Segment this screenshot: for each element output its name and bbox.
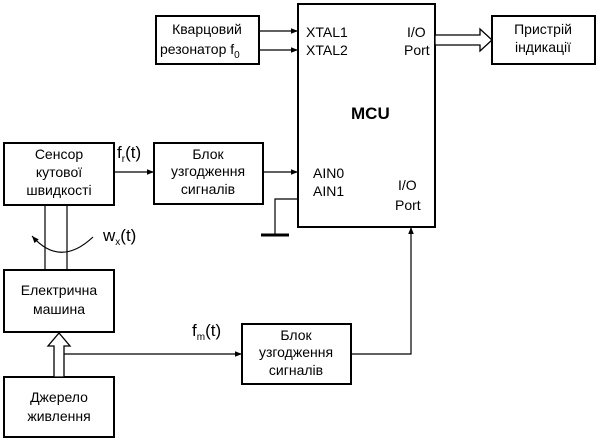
ain1-pin-label: AIN1 [313, 183, 344, 199]
power-label-line1: Джерело [30, 389, 88, 405]
mcu-title: MCU [351, 104, 390, 123]
machine-label-line2: машина [33, 301, 85, 317]
power-supply-block: Джерело живлення [3, 376, 115, 438]
crystal-label-line1: Кварцовий [172, 21, 242, 37]
io-port-input-arrow [351, 227, 414, 355]
io-port-top-io-label: I/O [407, 24, 426, 40]
rotation-arrow [31, 235, 94, 253]
matching-top-line3: сигналів [181, 181, 235, 197]
io-port-top-port-label: Port [404, 42, 430, 58]
fm-signal-label: fm(t) [192, 321, 221, 343]
sensor-label-line3: швидкості [26, 182, 91, 198]
matching-bottom-line2: узгодження [259, 344, 333, 360]
signal-matching-block-top: Блок узгодження сигналів [153, 142, 264, 205]
xtal1-pin-label: XTAL1 [306, 24, 348, 40]
ain1-ground-wire [274, 198, 298, 235]
matching-bottom-line3: сигналів [269, 362, 323, 378]
electric-machine-block: Електрична машина [3, 269, 115, 333]
io-port-bottom-port-label: Port [395, 197, 421, 213]
crystal-label-line2: резонатор f0 [160, 41, 240, 61]
sensor-label-line2: кутової [36, 164, 82, 180]
xtal2-pin-label: XTAL2 [306, 42, 348, 58]
io-port-bottom-io-label: I/O [398, 177, 417, 193]
matching-top-line1: Блок [192, 146, 224, 162]
power-label-line2: живлення [27, 408, 90, 424]
mcu-block: XTAL1 XTAL2 I/O Port MCU AIN0 AIN1 I/O P… [297, 3, 436, 228]
display-device-block: Пристрій індикації [491, 15, 596, 65]
power-supply-hollow-arrow [46, 331, 72, 378]
fr-signal-label: fr(t) [117, 143, 141, 165]
machine-label-line1: Електрична [21, 282, 98, 298]
display-label-line2: індикації [515, 39, 571, 55]
crystal-resonator-block: Кварцовий резонатор f0 [155, 15, 260, 65]
signal-matching-block-bottom: Блок узгодження сигналів [241, 323, 352, 385]
matching-bottom-line1: Блок [280, 327, 312, 343]
display-label-line1: Пристрій [514, 21, 572, 37]
wx-signal-label: wx(t) [102, 226, 136, 248]
ain0-pin-label: AIN0 [313, 165, 344, 181]
sensor-label-line1: Сенсор [35, 146, 84, 162]
io-port-bus-arrow [434, 27, 493, 53]
matching-top-line2: узгодження [171, 163, 245, 179]
angular-velocity-sensor-block: Сенсор кутової швидкості [3, 142, 115, 206]
